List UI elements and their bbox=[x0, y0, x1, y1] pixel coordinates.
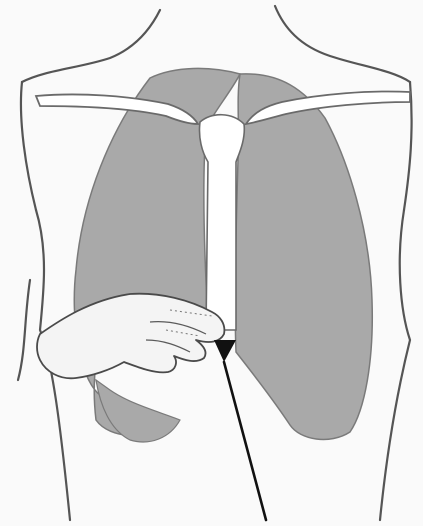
left-shoulder-line bbox=[21, 82, 36, 210]
left-neck-line bbox=[22, 10, 160, 82]
pointer-line-icon bbox=[224, 362, 266, 520]
lower-left-lobe-shape bbox=[96, 380, 180, 442]
arrow-marker-icon bbox=[214, 340, 236, 362]
hand-shape bbox=[37, 294, 224, 379]
left-lung-shape bbox=[235, 74, 372, 440]
right-flank-line bbox=[380, 210, 410, 520]
right-neck-line bbox=[275, 6, 410, 82]
hand-icon bbox=[37, 294, 224, 379]
left-arm-line bbox=[18, 280, 30, 380]
